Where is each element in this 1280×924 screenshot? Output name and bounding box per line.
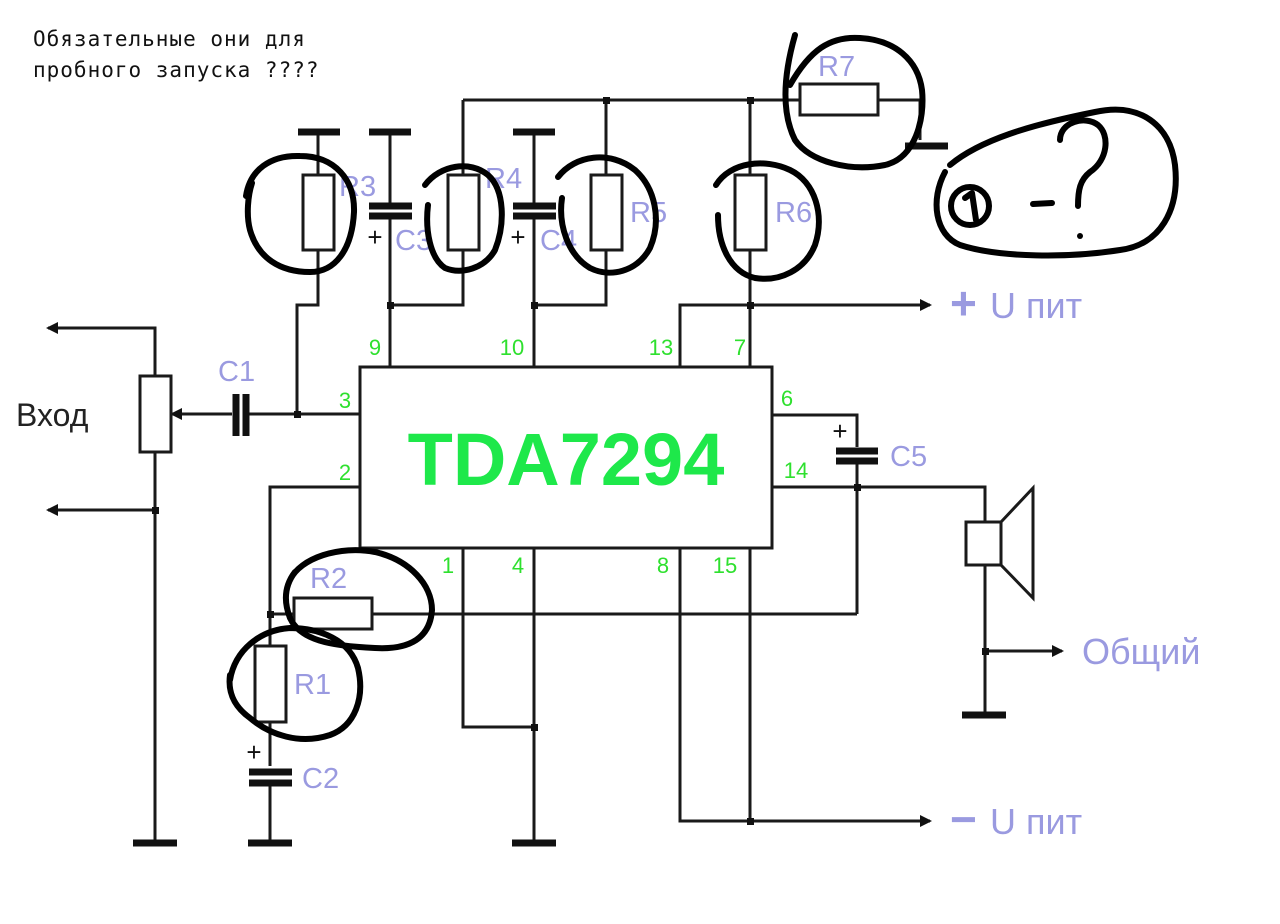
junction-dot bbox=[747, 97, 754, 104]
speaker-icon bbox=[964, 484, 1035, 602]
junction-dot bbox=[747, 302, 754, 309]
circle-question bbox=[933, 106, 1179, 259]
junction-dot bbox=[267, 611, 274, 618]
junction-dot bbox=[531, 724, 538, 731]
terminal-arrows bbox=[46, 299, 1064, 827]
vminus-sign: − bbox=[950, 793, 977, 845]
resistor-r5 bbox=[589, 173, 624, 252]
pin-10: 10 bbox=[500, 335, 524, 360]
junction-dots bbox=[152, 97, 989, 825]
dash-mark bbox=[1030, 200, 1055, 207]
terminal-labels: Вход + U пит − U пит Общий bbox=[16, 277, 1200, 845]
input-label: Вход bbox=[16, 397, 89, 433]
pin-1: 1 bbox=[442, 553, 454, 578]
junction-dot bbox=[603, 97, 610, 104]
component-labels: R3 R4 R5 R6 R7 R2 R1 C1 C3 C4 C5 C2 bbox=[218, 51, 927, 795]
label-r1: R1 bbox=[294, 669, 331, 701]
label-r2: R2 bbox=[310, 563, 347, 595]
circle-r6 bbox=[713, 160, 822, 282]
junction-dot bbox=[982, 648, 989, 655]
resistor-r6 bbox=[733, 173, 768, 252]
capacitor-c3 bbox=[369, 202, 412, 220]
circle-r5 bbox=[555, 154, 659, 276]
junction-dot bbox=[747, 818, 754, 825]
question-dot bbox=[1077, 233, 1083, 239]
pin-2: 2 bbox=[339, 460, 351, 485]
resistor-r1 bbox=[253, 644, 288, 724]
junction-dot bbox=[152, 507, 159, 514]
circle-r4 bbox=[422, 163, 505, 274]
circle-r3 bbox=[243, 152, 358, 275]
circle-r7 bbox=[782, 32, 926, 171]
capacitor-c1 bbox=[232, 394, 250, 436]
question-mark bbox=[1057, 117, 1109, 209]
resistor-r7 bbox=[798, 82, 880, 117]
tda7294-chip: TDA7294 9 10 13 7 3 2 6 14 1 4 8 15 bbox=[339, 335, 808, 578]
label-c1: C1 bbox=[218, 356, 255, 388]
pin-8: 8 bbox=[657, 553, 669, 578]
hand-drawn-annotations bbox=[226, 32, 1179, 742]
pin-14: 14 bbox=[784, 458, 808, 483]
junction-dot bbox=[387, 302, 394, 309]
vminus-label: U пит bbox=[990, 801, 1082, 842]
circle-r2 bbox=[282, 547, 435, 652]
common-label: Общий bbox=[1082, 631, 1200, 672]
resistor-r2 bbox=[292, 596, 374, 631]
polarity-c5: + bbox=[832, 416, 847, 446]
pin-9: 9 bbox=[369, 335, 381, 360]
chip-body bbox=[358, 365, 774, 550]
pin-3: 3 bbox=[339, 388, 351, 413]
question-note: Обязательные они для пробного запуска ??… bbox=[33, 24, 320, 86]
polarity-c2: + bbox=[246, 737, 261, 767]
input-potentiometer bbox=[138, 374, 173, 454]
resistor-r4 bbox=[446, 173, 481, 252]
junction-dot bbox=[531, 302, 538, 309]
resistor-r3 bbox=[301, 173, 336, 252]
polarity-c4: + bbox=[510, 222, 525, 252]
junction-dot bbox=[294, 411, 301, 418]
pin-13: 13 bbox=[649, 335, 673, 360]
pin-4: 4 bbox=[512, 553, 524, 578]
capacitor-c5 bbox=[836, 447, 878, 465]
pin-6: 6 bbox=[781, 386, 793, 411]
label-c2: C2 bbox=[302, 763, 339, 795]
digit-one bbox=[962, 190, 979, 223]
polarity-c3: + bbox=[367, 222, 382, 252]
label-r6: R6 bbox=[775, 197, 812, 229]
pin-7: 7 bbox=[734, 335, 746, 360]
label-r7: R7 bbox=[818, 51, 855, 83]
vplus-sign: + bbox=[950, 277, 977, 329]
label-r5: R5 bbox=[630, 197, 667, 229]
note-line-1: Обязательные они для bbox=[33, 27, 306, 51]
note-line-2: пробного запуска ???? bbox=[33, 58, 320, 82]
capacitors: + + + + bbox=[232, 202, 878, 787]
circle-number-one bbox=[948, 184, 992, 228]
capacitor-c4 bbox=[513, 202, 556, 220]
resistors bbox=[138, 82, 880, 724]
chip-name: TDA7294 bbox=[408, 418, 725, 501]
label-c5: C5 bbox=[890, 441, 927, 473]
pin-15: 15 bbox=[713, 553, 737, 578]
vplus-label: U пит bbox=[990, 285, 1082, 326]
circle-r1 bbox=[226, 625, 364, 742]
junction-dot bbox=[854, 484, 861, 491]
capacitor-c2 bbox=[249, 768, 292, 787]
